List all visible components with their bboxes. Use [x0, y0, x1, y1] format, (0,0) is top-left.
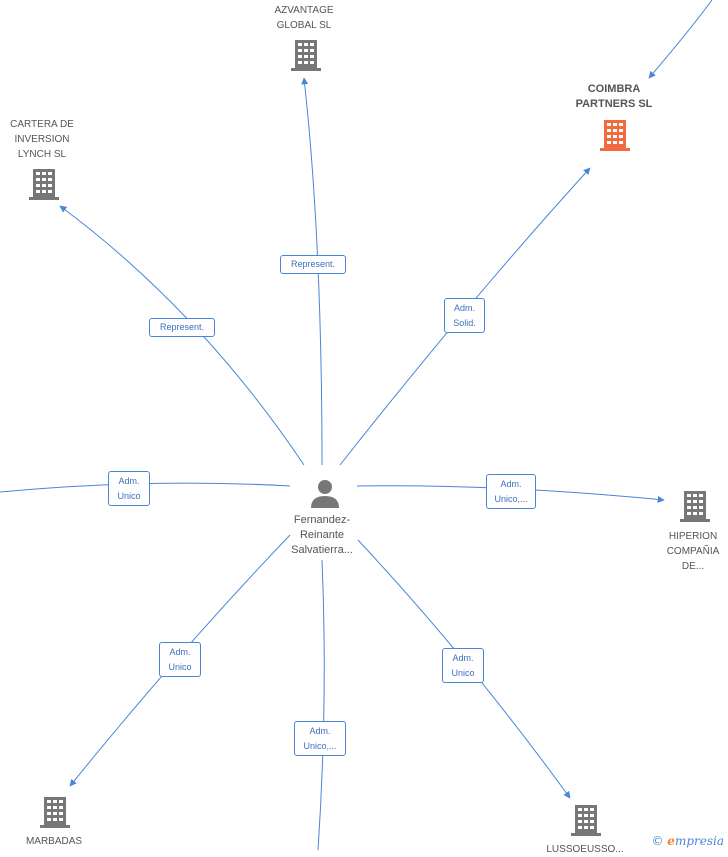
company-label-coimbra[interactable]: COIMBRA PARTNERS SL: [575, 83, 653, 110]
brand-initial: e: [667, 834, 675, 848]
building-icon[interactable]: [291, 40, 321, 71]
company-label-marbadas[interactable]: MARBADAS: [25, 836, 83, 847]
company-label-hiperion[interactable]: HIPERION COMPAÑIA DE...: [666, 531, 720, 572]
edge-label-coimbra: Adm. Solid.: [444, 298, 485, 333]
building-icon[interactable]: [571, 805, 601, 836]
building-icon[interactable]: [29, 169, 59, 200]
edge-label-lussoeusso: Adm. Unico: [442, 648, 484, 683]
building-icon[interactable]: [600, 120, 630, 151]
building-icon[interactable]: [680, 491, 710, 522]
edge-offscreen-coimbra: [648, 0, 713, 79]
copyright-icon: ©: [651, 834, 664, 848]
brand-name: mpresia: [674, 834, 724, 848]
person-icon[interactable]: [311, 480, 339, 508]
company-label-cartera[interactable]: CARTERA DE INVERSION LYNCH SL: [10, 119, 74, 160]
empresia-watermark: © empresia: [651, 834, 724, 848]
company-label-azvantage[interactable]: AZVANTAGE GLOBAL SL: [274, 5, 334, 31]
edge-label-hiperion: Adm. Unico,...: [486, 474, 536, 509]
edge-label-left: Adm. Unico: [108, 471, 150, 506]
edge-bottom-offscreen: [317, 559, 325, 850]
edge-label-marbadas: Adm. Unico: [159, 642, 201, 677]
edge-label-bottom: Adm. Unico,...: [294, 721, 346, 756]
edge-label-azvantage: Represent.: [280, 255, 346, 274]
building-icon[interactable]: [40, 797, 70, 828]
edge-label-cartera: Represent.: [149, 318, 215, 337]
person-label[interactable]: Fernandez- Reinante Salvatierra...: [291, 514, 353, 556]
